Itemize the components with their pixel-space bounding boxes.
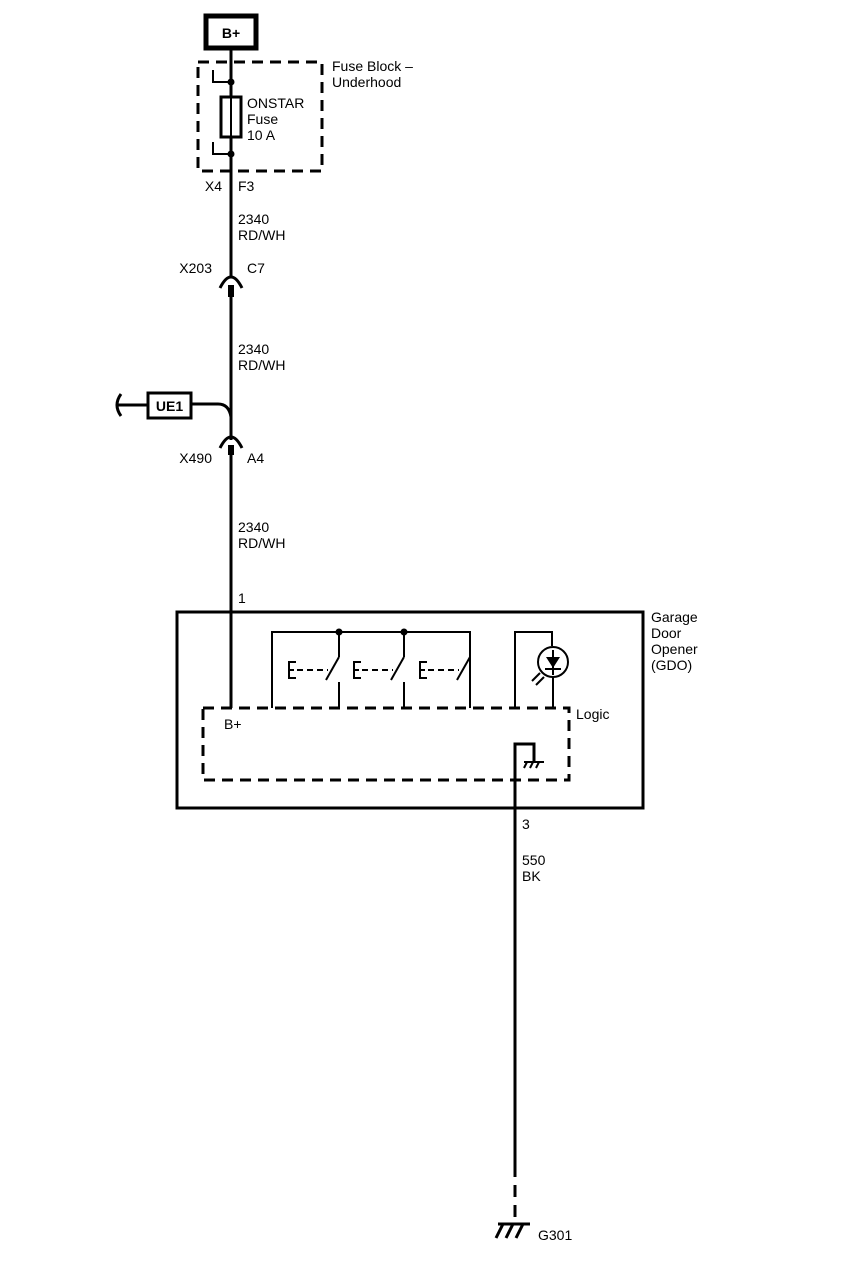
ground-g301-label: G301 <box>538 1227 572 1243</box>
led-indicator-icon <box>514 631 569 708</box>
wire-2-color: RD/WH <box>238 357 285 373</box>
ground-hatch-2-icon <box>504 1223 515 1239</box>
logic-label: Logic <box>576 706 609 722</box>
battery-power-source: B+ <box>203 13 259 51</box>
internal-ground-icon <box>513 742 544 808</box>
fuse-label-line1: ONSTAR <box>247 95 304 111</box>
connector-x490-female-icon <box>218 435 244 449</box>
ground-wire-circuit: 550 <box>522 852 546 868</box>
connector-x490-pin: A4 <box>247 450 264 466</box>
fuse-block-pin-label: F3 <box>238 178 255 194</box>
wire-3-circuit: 2340 <box>238 519 269 535</box>
logic-boundary <box>201 706 571 782</box>
continuation-arrow-icon <box>115 393 123 417</box>
fuse-block-connector-label: X4 <box>205 178 222 194</box>
switch-3-icon <box>419 656 471 708</box>
switch-1-icon <box>288 632 340 708</box>
connector-x203-label: X203 <box>179 260 212 276</box>
switch-bus-wire <box>271 631 471 708</box>
splice-ue1-label: UE1 <box>156 398 183 414</box>
splice-ue1: UE1 <box>115 391 233 420</box>
connector-x490: X490 A4 <box>179 435 264 466</box>
fuse-label-line3: 10 A <box>247 127 276 143</box>
module-name-line3: Opener <box>651 641 698 657</box>
module-name-line2: Door <box>651 625 682 641</box>
fuse-bottom-bus-icon <box>212 142 231 155</box>
switch-2-icon <box>353 632 405 708</box>
ground-hatch-3-icon <box>514 1223 525 1239</box>
connector-x203-female-icon <box>218 275 244 289</box>
connector-x490-label: X490 <box>179 450 212 466</box>
ground-wire-color: BK <box>522 868 541 884</box>
module-pin-3-label: 3 <box>522 816 530 832</box>
wire-1-circuit: 2340 <box>238 211 269 227</box>
fuse-top-bus-icon <box>212 70 231 83</box>
splice-branch-wire <box>191 402 233 418</box>
module-name-line1: Garage <box>651 609 698 625</box>
module-pin-1-label: 1 <box>238 590 246 606</box>
fuse-block-boundary <box>196 60 324 173</box>
ground-hatch-1-icon <box>494 1223 505 1239</box>
fuse-block: Fuse Block – Underhood ONSTAR Fuse 10 A <box>196 58 413 173</box>
fuse-block-name-line1: Fuse Block – <box>332 58 413 74</box>
wire-1-color: RD/WH <box>238 227 285 243</box>
connector-x203-pin: C7 <box>247 260 265 276</box>
logic-power-input-label: B+ <box>224 716 242 732</box>
module-boundary <box>175 610 645 810</box>
wire-2-circuit: 2340 <box>238 341 269 357</box>
ground-g301: G301 <box>494 1222 572 1243</box>
power-source-label: B+ <box>222 25 240 41</box>
fuse-label-line2: Fuse <box>247 111 278 127</box>
fuse-block-name-line2: Underhood <box>332 74 401 90</box>
module-name-line4: (GDO) <box>651 657 692 673</box>
connector-x203: X203 C7 <box>179 260 265 297</box>
garage-door-opener-module: Garage Door Opener (GDO) Logic B+ <box>175 609 698 810</box>
wire-3-color: RD/WH <box>238 535 285 551</box>
